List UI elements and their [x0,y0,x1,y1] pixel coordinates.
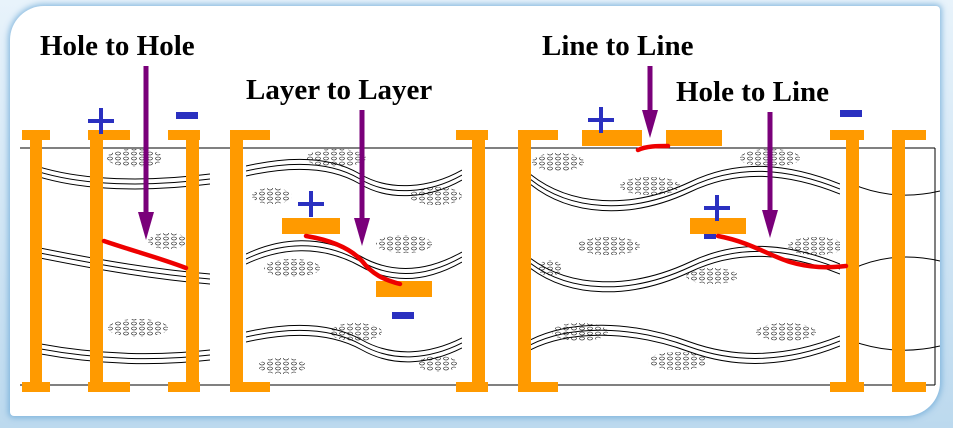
leakage-path-hole-to-line [715,233,849,270]
minus-sign-layer-pad [392,312,414,319]
arrow-layer-to-layer [354,110,370,246]
plus-sign-hole-1 [88,108,114,134]
label-line-to-line: Line to Line [542,30,694,62]
leakage-path-layer-to-layer [303,233,403,287]
leakage-path-hole-to-hole [101,238,189,271]
plus-sign-hole-line-pad [704,195,730,221]
label-layer-to-layer: Layer to Layer [246,74,433,106]
fiber-weave-section-a [38,149,210,365]
minus-sign-hole-2 [176,112,198,119]
indicator-arrows [138,66,778,246]
plus-sign-layer-pad [298,191,324,217]
leakage-paths [101,143,849,287]
arrow-line-to-line [642,66,658,138]
plus-sign-trace [588,107,614,133]
fiber-weave-section-b [246,149,462,374]
minus-sign-hole-line-pad [704,234,716,239]
copper-plating [22,130,926,392]
polarity-signs [88,107,862,319]
arrow-hole-to-hole [138,66,154,240]
arrow-hole-to-line [762,112,778,238]
label-hole-to-hole: Hole to Hole [40,30,195,62]
minus-sign-hole-6 [840,110,862,117]
label-hole-to-line: Hole to Line [676,76,830,108]
fiber-weave-section-c [530,149,840,370]
diagram-panel: Hole to Hole Layer to Layer Line to Line… [10,6,940,416]
pcb-cross-section-diagram [20,66,940,392]
leakage-path-line-to-line [635,143,671,153]
